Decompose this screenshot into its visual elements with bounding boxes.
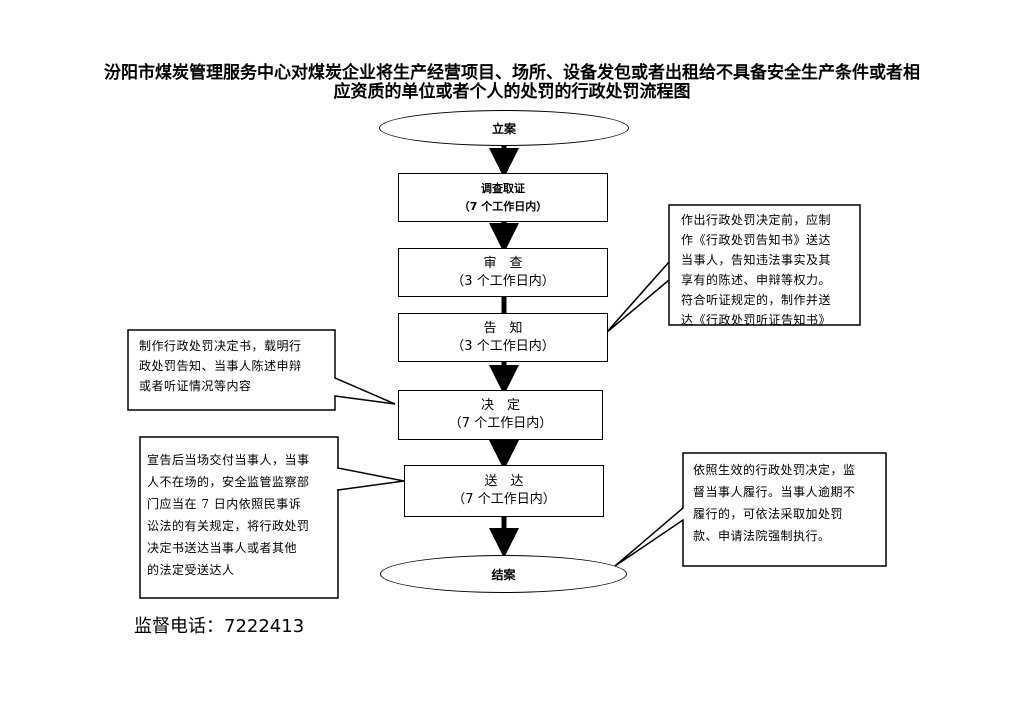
end-node: 结案 xyxy=(380,555,627,593)
note-deliver: 宣告后当场交付当事人，当事 人不在场的，安全监管监察部 门应当在 7 日内依照民… xyxy=(147,453,310,577)
supervision-phone: 监督电话：7222413 xyxy=(134,616,305,637)
callout-end-right xyxy=(614,452,887,567)
step-deliver: 送 达 （7 个工作日内） xyxy=(404,465,604,517)
note-decide: 制作行政处罚决定书，载明行 政处罚告知、当事人陈述申辩 或者听证情况等内容 xyxy=(139,339,302,393)
callout-notify-right xyxy=(605,204,861,334)
step-investigate: 调查取证 （7 个工作日内） xyxy=(398,173,608,222)
callout-deliver-left xyxy=(139,436,339,599)
step-decide: 决 定 （7 个工作日内） xyxy=(398,390,603,440)
page-title: 汾阳市煤炭管理服务中心对煤炭企业将生产经营项目、场所、设备发包或者出租给不具备安… xyxy=(104,63,920,102)
step-notify: 告 知 （3 个工作日内） xyxy=(398,313,608,362)
note-notify: 作出行政处罚决定前，应制 作《行政处罚告知书》送达 当事人，告知违法事实及其 享… xyxy=(681,213,832,327)
step-review: 审 查 （3 个工作日内） xyxy=(398,248,608,297)
callout-decide-left xyxy=(127,329,396,411)
start-node: 立案 xyxy=(379,110,629,146)
note-end: 依照生效的行政处罚决定，监 督当事人履行。当事人逾期不 履行的，可依法采取加处罚… xyxy=(693,463,856,543)
